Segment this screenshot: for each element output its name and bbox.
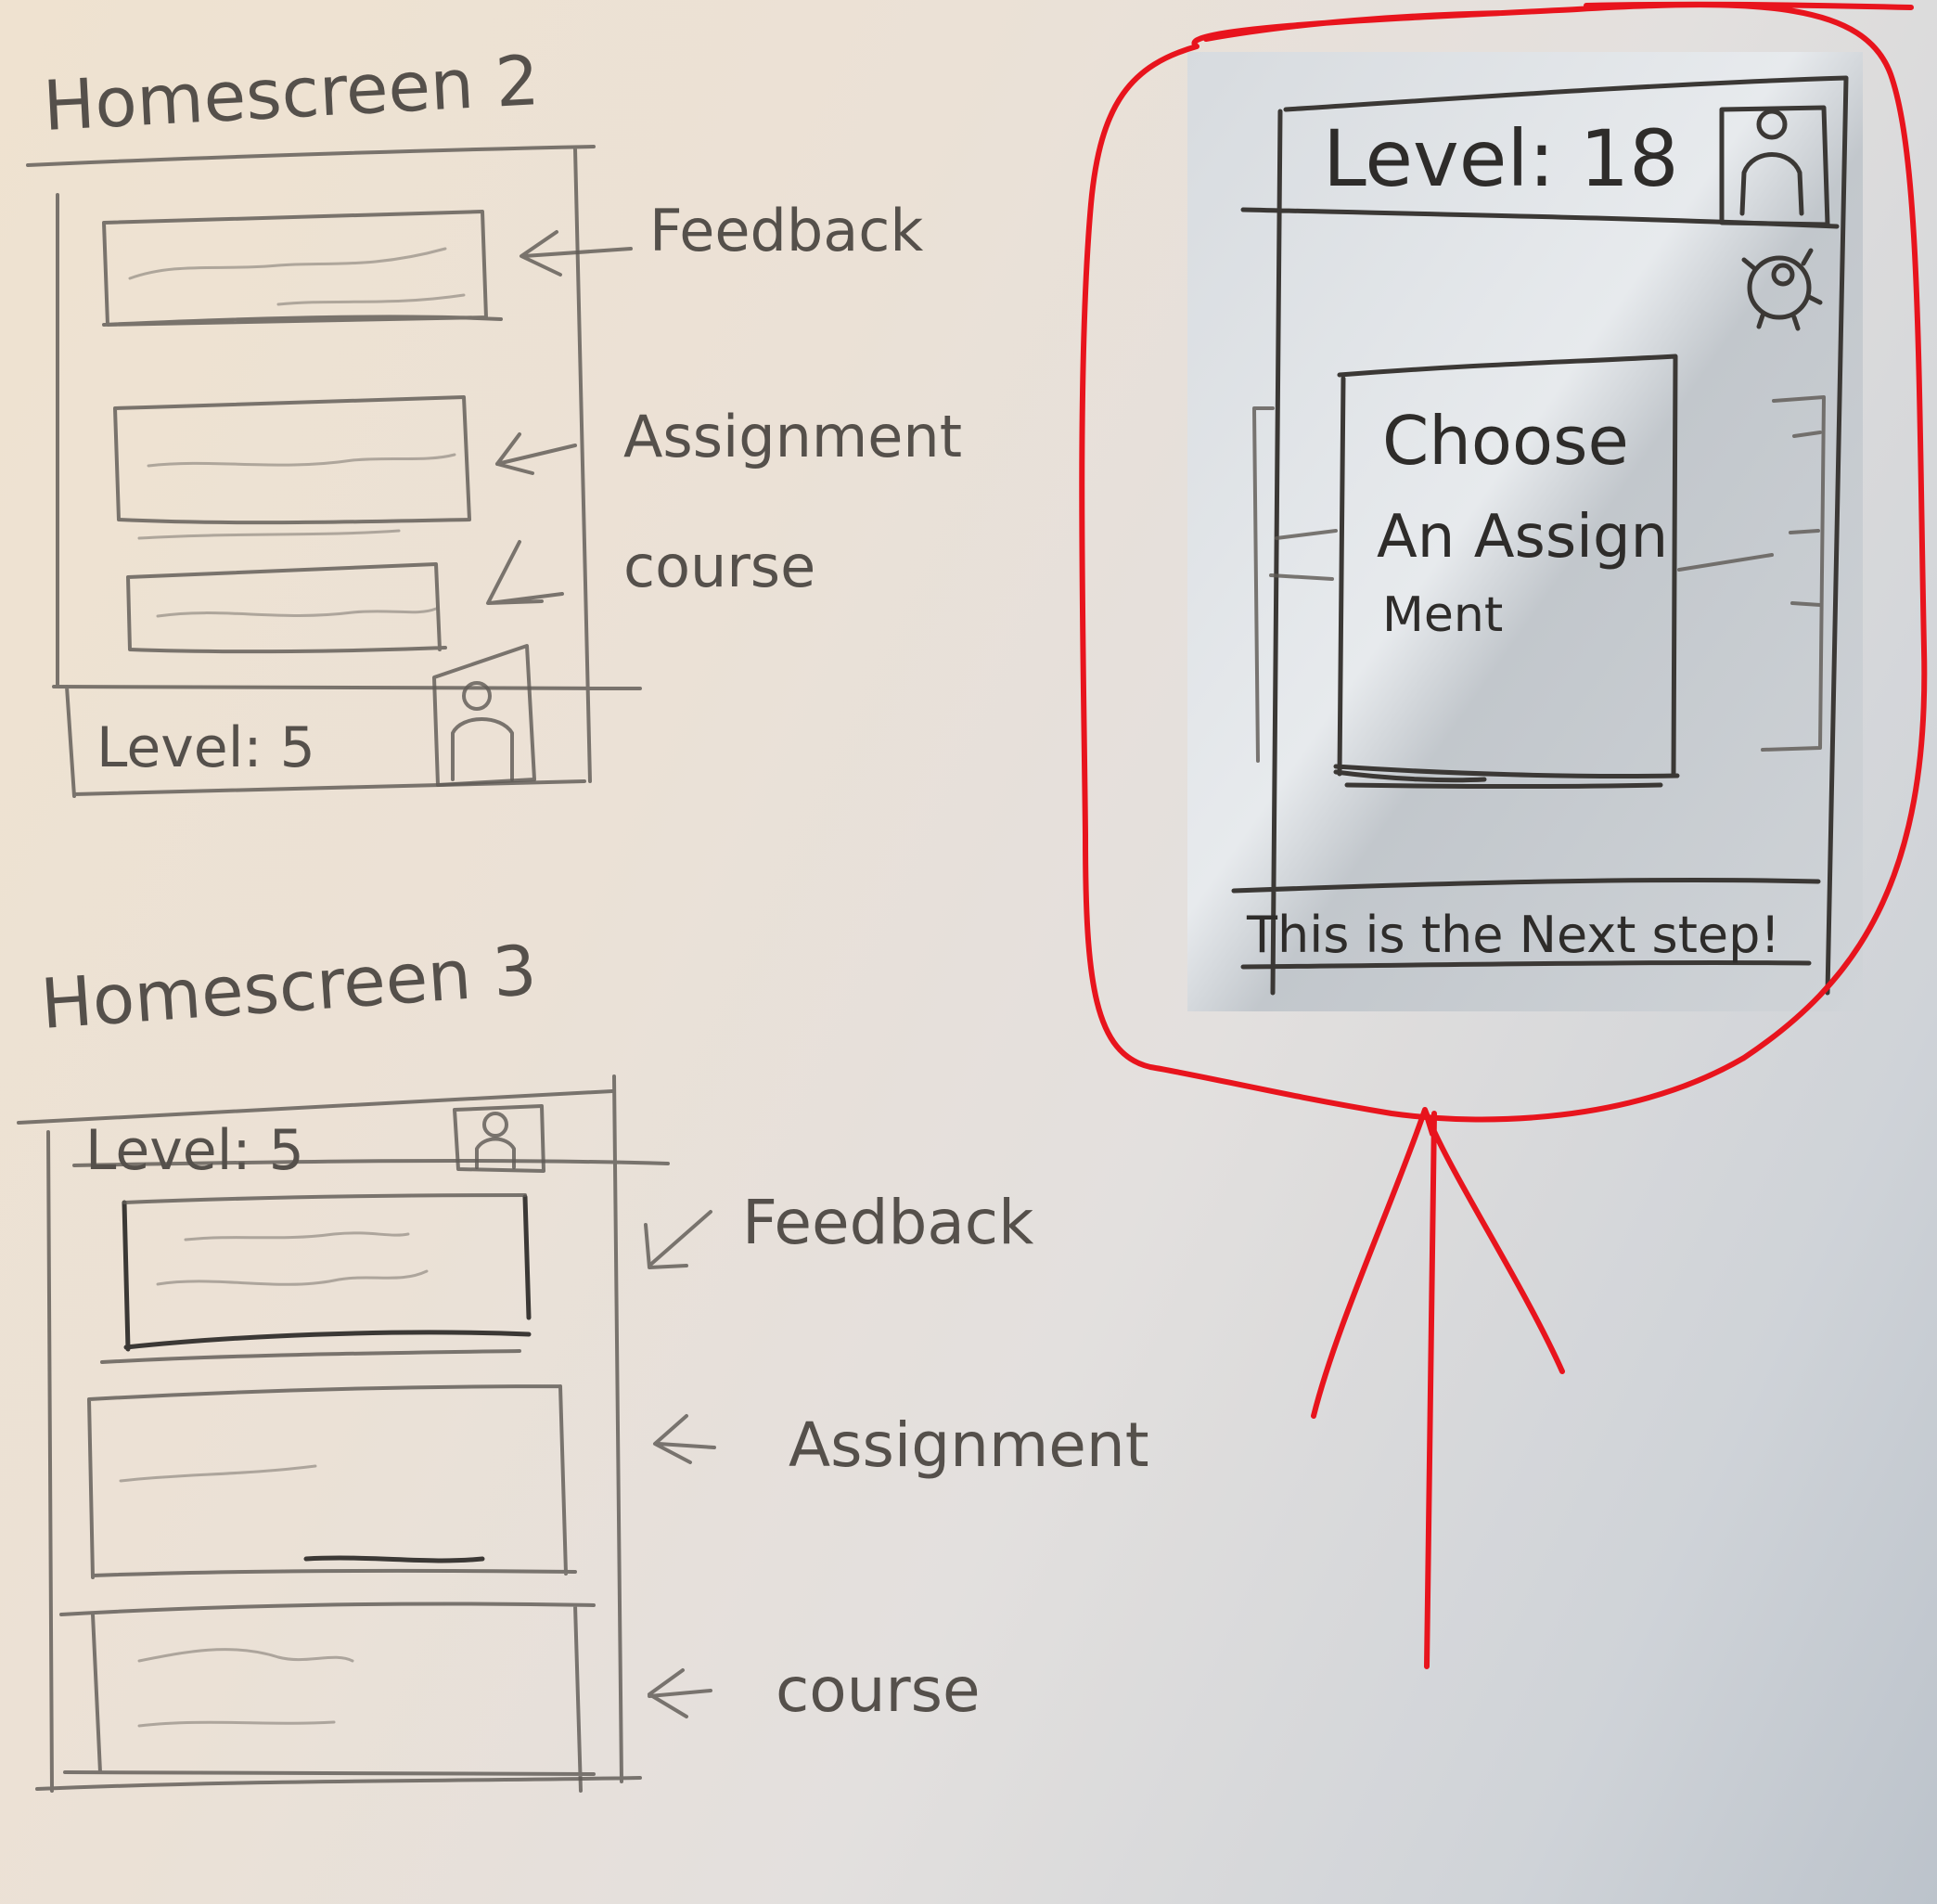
screen-card-line-1: Choose xyxy=(1382,402,1629,480)
homescreen-2-assignment-label: Assignment xyxy=(623,403,962,470)
red-arrow xyxy=(1311,1107,1565,1669)
screen-right-card-hint[interactable] xyxy=(1677,395,1826,752)
screen-card-line-3: Ment xyxy=(1382,587,1503,643)
homescreen-2-assignment-card xyxy=(113,395,471,525)
homescreen-2-course-card xyxy=(126,562,447,654)
homescreen-3-title: Homescreen 3 xyxy=(38,931,539,1045)
homescreen-3-assignment-card xyxy=(87,1384,577,1579)
red-annotation xyxy=(1079,1,1928,1669)
homescreen-3-feedback-card xyxy=(122,1194,532,1352)
homescreen-2-avatar-icon xyxy=(432,644,536,787)
highlighted-screen-photo: Level: 18 Choose An Assign Ment This is … xyxy=(1187,52,1863,1011)
homescreen-2-feedback-label: Feedback xyxy=(649,197,923,264)
homescreen-2-sketch: Homescreen 2 Level: 5 Feedback Assignmen… xyxy=(26,41,962,798)
screen-avatar-icon[interactable] xyxy=(1719,105,1830,227)
screen-left-card-hint[interactable] xyxy=(1252,406,1338,763)
screen-footer-text[interactable]: This is the Next step! xyxy=(1246,906,1780,964)
homescreen-2-title: Homescreen 2 xyxy=(41,41,541,147)
homescreen-3-frame xyxy=(17,1074,670,1793)
screen-settings-gear-icon[interactable] xyxy=(1741,248,1823,331)
homescreen-2-feedback-arrow xyxy=(520,230,633,277)
homescreen-3-course-card xyxy=(59,1602,596,1793)
screen-card-line-2: An Assign xyxy=(1377,503,1668,572)
homescreen-3-course-arrow xyxy=(648,1668,712,1718)
red-circle xyxy=(1079,1,1928,1123)
screen-card[interactable] xyxy=(1333,354,1680,789)
homescreen-3-avatar-icon xyxy=(453,1104,545,1173)
homescreen-2-level-text: Level: 5 xyxy=(96,715,315,780)
homescreen-2-course-label: course xyxy=(623,533,815,600)
homescreen-3-assignment-label: Assignment xyxy=(789,1409,1149,1481)
homescreen-2-frame xyxy=(26,145,642,798)
homescreen-3-assignment-arrow xyxy=(653,1414,716,1464)
homescreen-3-sketch: Homescreen 3 Level: 5 Feedback Assignmen… xyxy=(17,931,1149,1793)
homescreen-3-course-label: course xyxy=(776,1654,981,1726)
screen-level-text: Level: 18 xyxy=(1323,113,1679,204)
homescreen-2-feedback-card xyxy=(102,210,503,327)
homescreen-3-feedback-label: Feedback xyxy=(742,1187,1034,1258)
homescreen-3-level-text: Level: 5 xyxy=(85,1118,304,1183)
homescreen-3-feedback-arrow xyxy=(644,1210,712,1269)
screen-frame xyxy=(1231,75,1849,996)
homescreen-2-assignment-arrow xyxy=(495,432,577,475)
homescreen-2-course-arrow xyxy=(486,540,564,605)
